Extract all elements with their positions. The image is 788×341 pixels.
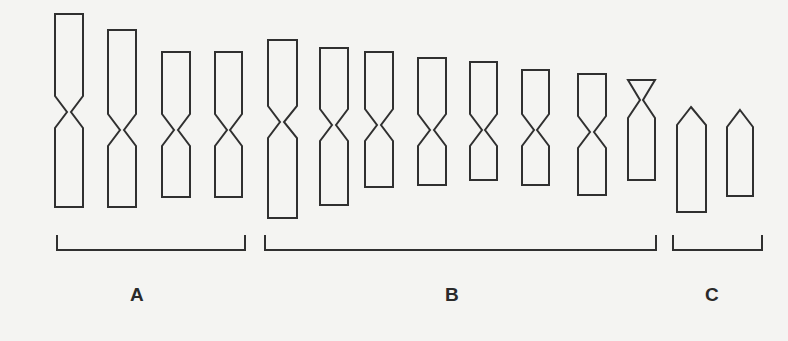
chromosome	[470, 62, 497, 180]
chromosome	[320, 48, 348, 205]
chromosome	[162, 52, 190, 197]
group-bracket	[673, 235, 762, 250]
chromosome	[727, 110, 753, 196]
chromosome	[628, 80, 655, 180]
group-bracket	[57, 235, 245, 250]
group-label: C	[705, 285, 719, 306]
group-bracket	[265, 235, 656, 250]
chromosome	[418, 58, 446, 185]
chromosome	[55, 14, 83, 207]
group-label: B	[445, 285, 459, 306]
chromosome	[578, 74, 606, 195]
chromosome	[268, 40, 297, 218]
group-label: A	[130, 285, 144, 306]
chromosome	[365, 52, 393, 187]
chromosome	[108, 30, 136, 207]
chromosome	[215, 52, 242, 197]
chromosome	[677, 107, 706, 212]
chromosome	[522, 70, 549, 185]
